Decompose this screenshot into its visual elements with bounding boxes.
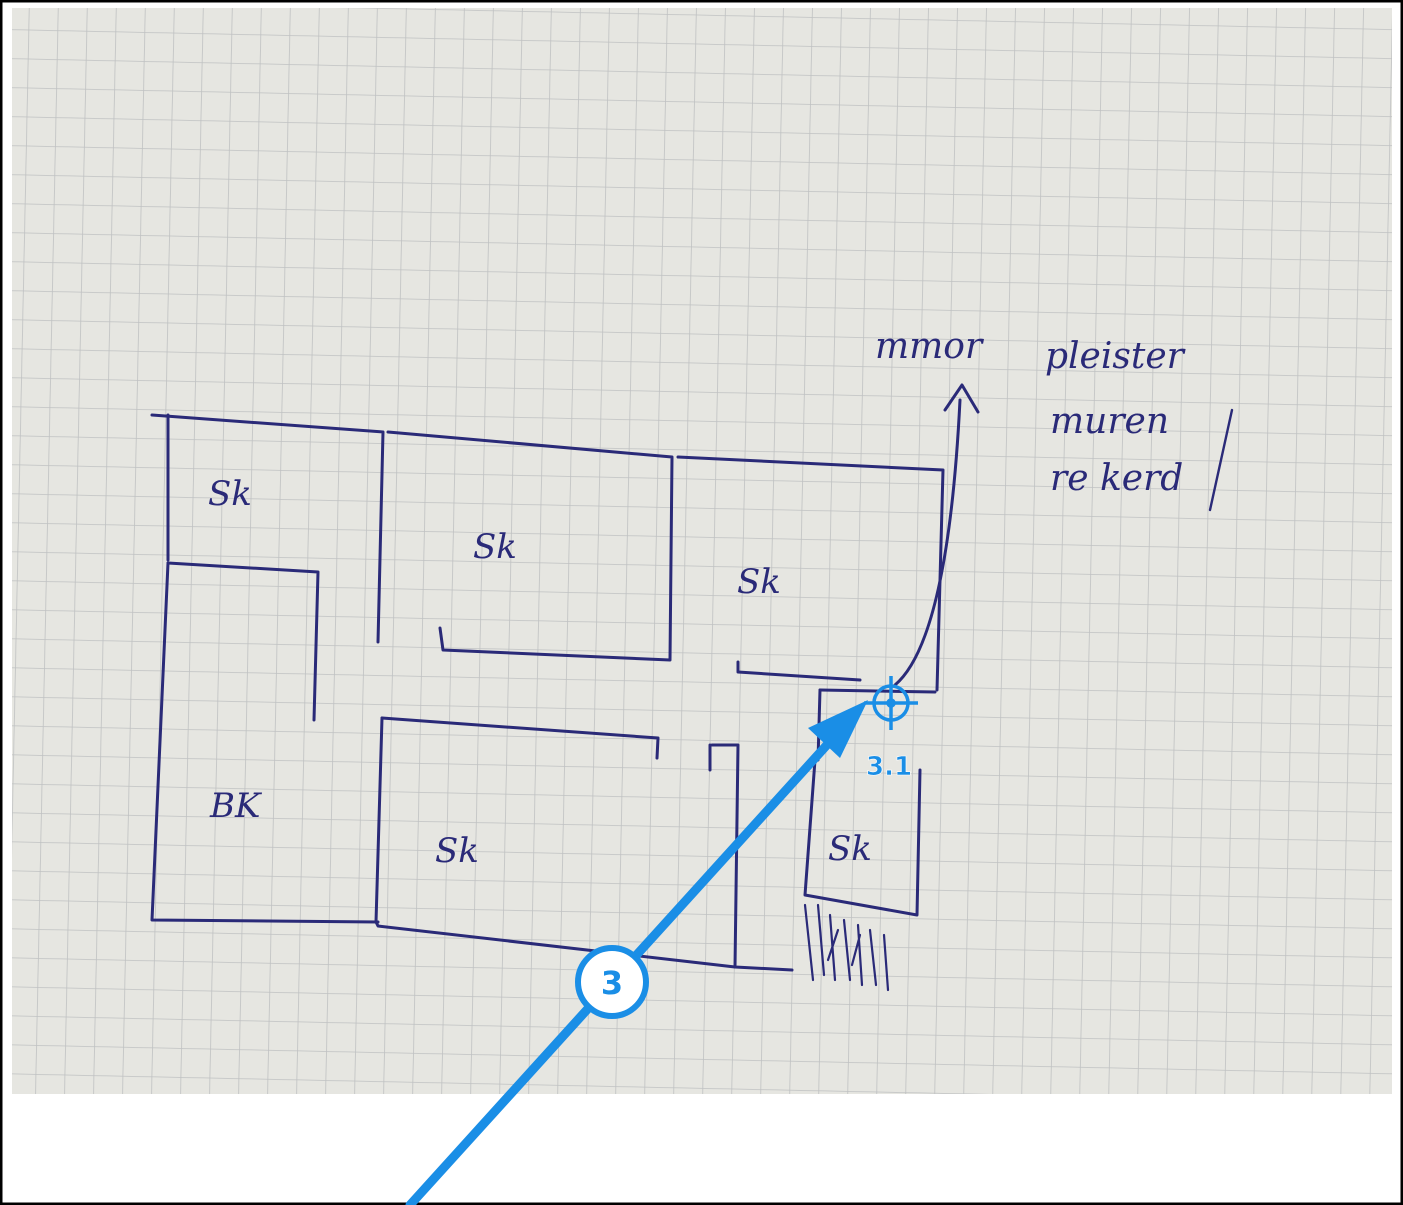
- floorplan-drawing: [150, 383, 1234, 992]
- note-line-1: mmor: [875, 326, 984, 367]
- room-labels: Sk Sk Sk BK Sk Sk: [208, 474, 872, 871]
- handwritten-note: mmor pleister muren re kerd: [875, 326, 1186, 499]
- target-marker[interactable]: [864, 676, 918, 730]
- photo-grid-paper: [12, 8, 1392, 1094]
- arrow-head: [808, 700, 868, 758]
- room-label-bottom-middle: Sk: [435, 831, 479, 871]
- room-label-top-middle: Sk: [473, 527, 517, 567]
- marker-label: 3.1: [866, 752, 912, 782]
- note-line-2: pleister: [1045, 336, 1186, 377]
- callout-number: 3: [601, 964, 623, 1002]
- room-label-top-left: Sk: [208, 474, 252, 514]
- room-label-left-large: BK: [209, 786, 263, 826]
- note-line-3: muren: [1050, 401, 1169, 442]
- callout-badge[interactable]: 3: [575, 945, 649, 1019]
- room-label-small-right: Sk: [828, 829, 872, 869]
- room-label-top-right: Sk: [737, 562, 781, 602]
- note-line-4: re kerd: [1050, 458, 1183, 499]
